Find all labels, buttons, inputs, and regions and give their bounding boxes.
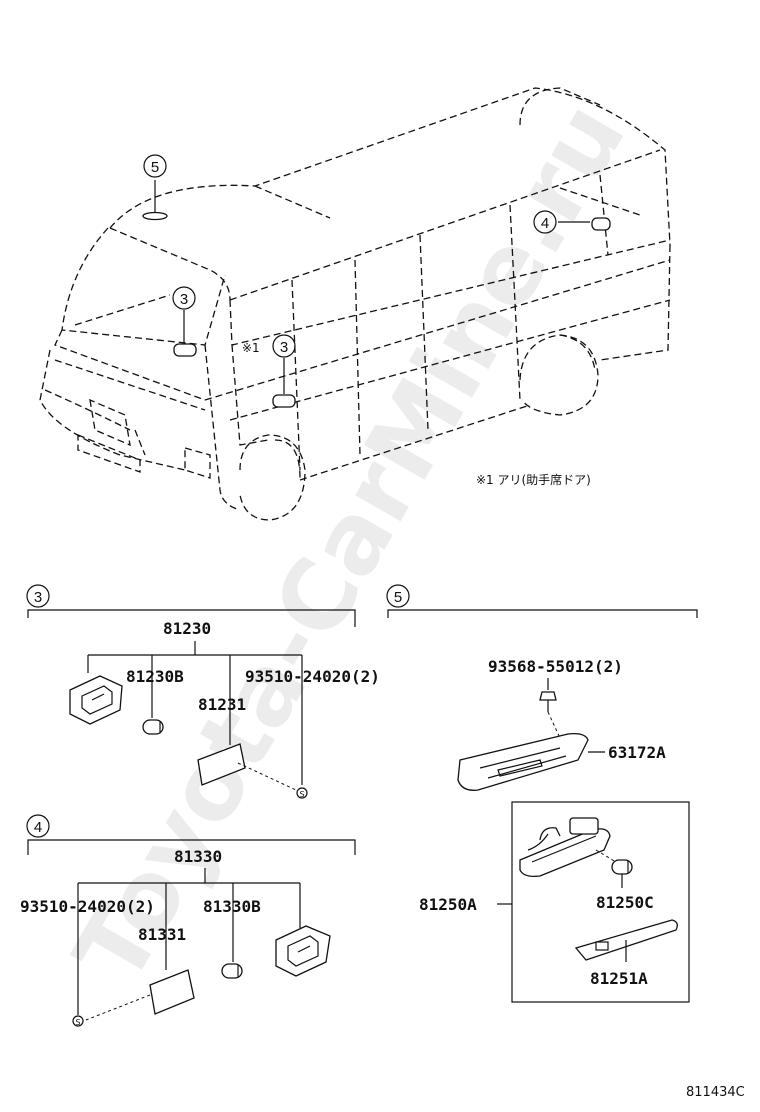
svg-text:S: S: [299, 790, 304, 799]
callout-5-vehicle: 5: [143, 154, 167, 178]
socket-housing-3: [69, 675, 123, 725]
screw-symbol-4: S: [72, 1015, 84, 1027]
part-93568-55012: 93568-55012(2): [488, 657, 623, 676]
callout-3-front: 3: [172, 286, 196, 310]
part-81231: 81231: [198, 695, 246, 714]
bulb-4: [221, 963, 243, 979]
bulb-3: [142, 719, 164, 735]
group-4-number: 4: [34, 819, 42, 836]
part-81250C: 81250C: [596, 893, 654, 912]
group-4: 4 81330 93510-24020(2) 81330B 81331 S: [20, 814, 356, 1027]
svg-text:5: 5: [151, 159, 159, 176]
group-3-number: 3: [34, 589, 42, 606]
lamp-housing-63172A: [457, 732, 589, 791]
part-81230B: 81230B: [126, 667, 184, 686]
group-5: 5 93568-55012(2) 63172A 81250A: [386, 584, 698, 1003]
part-63172A: 63172A: [608, 743, 666, 762]
lens-81251A: [574, 919, 678, 962]
part-81251A: 81251A: [590, 969, 648, 988]
socket-housing-4: [275, 925, 331, 977]
lamp-socket-81250A: [519, 817, 617, 878]
lens-3: [197, 743, 297, 791]
figure-code: 811434C: [686, 1085, 745, 1100]
group-5-number: 5: [394, 589, 402, 606]
note-mark: ※1: [242, 341, 260, 355]
part-81250A: 81250A: [419, 895, 477, 914]
bulb-81250C: [611, 859, 633, 888]
group-3: 3 81230 81230B 93510-24020(2) 81231 S: [26, 584, 380, 799]
group-3-assembly: 81230: [163, 619, 211, 638]
vehicle-outline: [39, 87, 671, 521]
part-81331: 81331: [138, 925, 186, 944]
part-93510-24020-g3: 93510-24020(2): [245, 667, 380, 686]
svg-text:3: 3: [280, 339, 288, 356]
lens-4: [85, 969, 195, 1021]
part-81330B: 81330B: [203, 897, 261, 916]
screw-63172A: [539, 691, 561, 739]
callout-4-rear: 4: [533, 210, 557, 234]
svg-text:3: 3: [180, 291, 188, 308]
note-text: ※1 アリ(助手席ドア): [476, 472, 591, 487]
group-4-assembly: 81330: [174, 847, 222, 866]
svg-text:S: S: [75, 1018, 80, 1027]
part-93510-24020-g4: 93510-24020(2): [20, 897, 155, 916]
callout-3-side: 3: [272, 334, 296, 358]
screw-symbol-3: S: [296, 787, 308, 799]
svg-text:4: 4: [541, 215, 549, 232]
